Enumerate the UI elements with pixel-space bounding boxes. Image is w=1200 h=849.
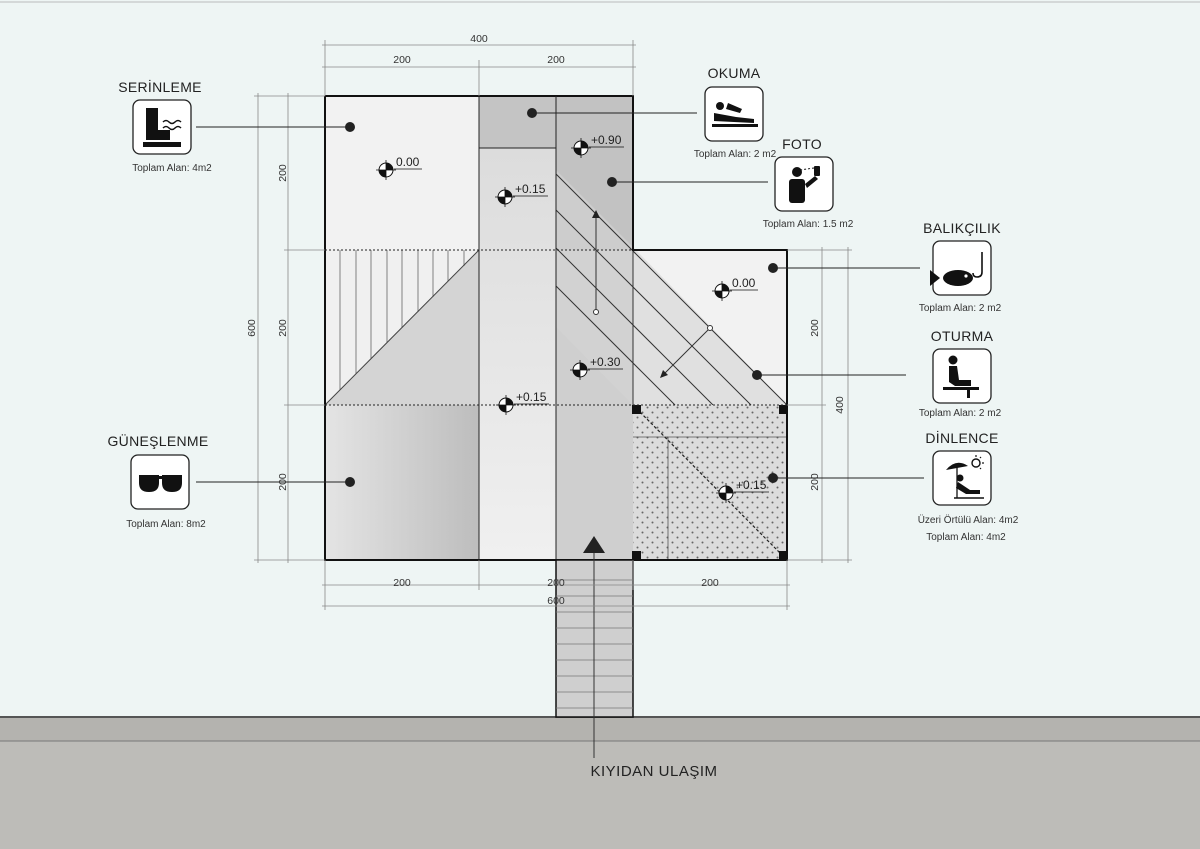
foto-area: Toplam Alan: 1.5 m2 bbox=[763, 219, 854, 230]
dim-right-total: 400 bbox=[834, 396, 846, 414]
elevation-label-e5: +0.30 bbox=[590, 355, 621, 369]
elevation-marker-e6: +0.15 bbox=[496, 390, 549, 415]
dim-bottom-left: 200 bbox=[393, 577, 411, 589]
elevation-marker-e5: +0.30 bbox=[570, 355, 623, 380]
serinleme-area: Toplam Alan: 4m2 bbox=[132, 163, 212, 174]
reading-person-icon bbox=[712, 102, 758, 127]
elevation-marker-e4: 0.00 bbox=[712, 276, 758, 301]
dim-left-mid: 200 bbox=[277, 319, 289, 337]
dim-right-top: 200 bbox=[809, 319, 821, 337]
dinlence-title: DİNLENCE bbox=[925, 429, 998, 446]
callout-lines bbox=[196, 112, 924, 483]
serinleme-title: SERİNLEME bbox=[118, 78, 202, 95]
dim-top-left: 200 bbox=[393, 54, 411, 66]
okuma-title: OKUMA bbox=[708, 65, 761, 81]
dim-bottom-right: 200 bbox=[701, 577, 719, 589]
sitting-person-icon bbox=[943, 355, 979, 398]
dim-bottom-mid: 200 bbox=[547, 577, 565, 589]
sun-lounger-icon bbox=[946, 455, 984, 499]
elevation-marker-e1: 0.00 bbox=[376, 155, 422, 180]
dim-bottom-total: 600 bbox=[547, 595, 565, 607]
elevation-label-e2: +0.90 bbox=[591, 133, 622, 147]
dim-left-top: 200 bbox=[277, 164, 289, 182]
guneslenme-area: Toplam Alan: 8m2 bbox=[126, 519, 206, 530]
oturma-title: OTURMA bbox=[931, 328, 994, 344]
dim-left-total: 600 bbox=[246, 319, 258, 337]
balikcilik-area: Toplam Alan: 2 m2 bbox=[919, 303, 1002, 314]
platform bbox=[324, 95, 788, 758]
elevation-label-e6: +0.15 bbox=[516, 390, 547, 404]
balikcilik-title: BALIKÇILIK bbox=[923, 220, 1001, 236]
oturma-area: Toplam Alan: 2 m2 bbox=[919, 408, 1002, 419]
fish-hook-icon bbox=[930, 252, 983, 286]
elevation-marker-e7: +0.15 bbox=[716, 478, 769, 503]
foto-title: FOTO bbox=[782, 136, 822, 152]
dimension-lines bbox=[254, 40, 852, 610]
access-label: KIYIDAN ULAŞIM bbox=[590, 763, 717, 780]
dinlence-area: Toplam Alan: 4m2 bbox=[926, 532, 1006, 543]
elevation-label-e1: 0.00 bbox=[396, 155, 420, 169]
dim-top-total: 400 bbox=[470, 33, 488, 45]
dim-right-bottom: 200 bbox=[809, 473, 821, 491]
dinlence-covered-area: Üzeri Örtülü Alan: 4m2 bbox=[918, 514, 1019, 526]
selfie-person-icon bbox=[789, 166, 820, 203]
elevation-markers: 0.00 +0.90 +0.15 0.00 +0.30 +0.15 +0.15 bbox=[376, 133, 769, 503]
elevation-label-e4: 0.00 bbox=[732, 276, 756, 290]
guneslenme-title: GÜNEŞLENME bbox=[107, 432, 208, 449]
foot-water-icon bbox=[143, 108, 182, 147]
okuma-area: Toplam Alan: 2 m2 bbox=[694, 149, 777, 160]
callout-dots bbox=[345, 108, 778, 487]
dim-top-right: 200 bbox=[547, 54, 565, 66]
elevation-marker-e3: +0.15 bbox=[495, 182, 548, 207]
elevation-marker-e2: +0.90 bbox=[571, 133, 624, 158]
elevation-label-e3: +0.15 bbox=[515, 182, 546, 196]
sunglasses-icon bbox=[139, 475, 182, 492]
elevation-label-e7: +0.15 bbox=[736, 478, 767, 492]
